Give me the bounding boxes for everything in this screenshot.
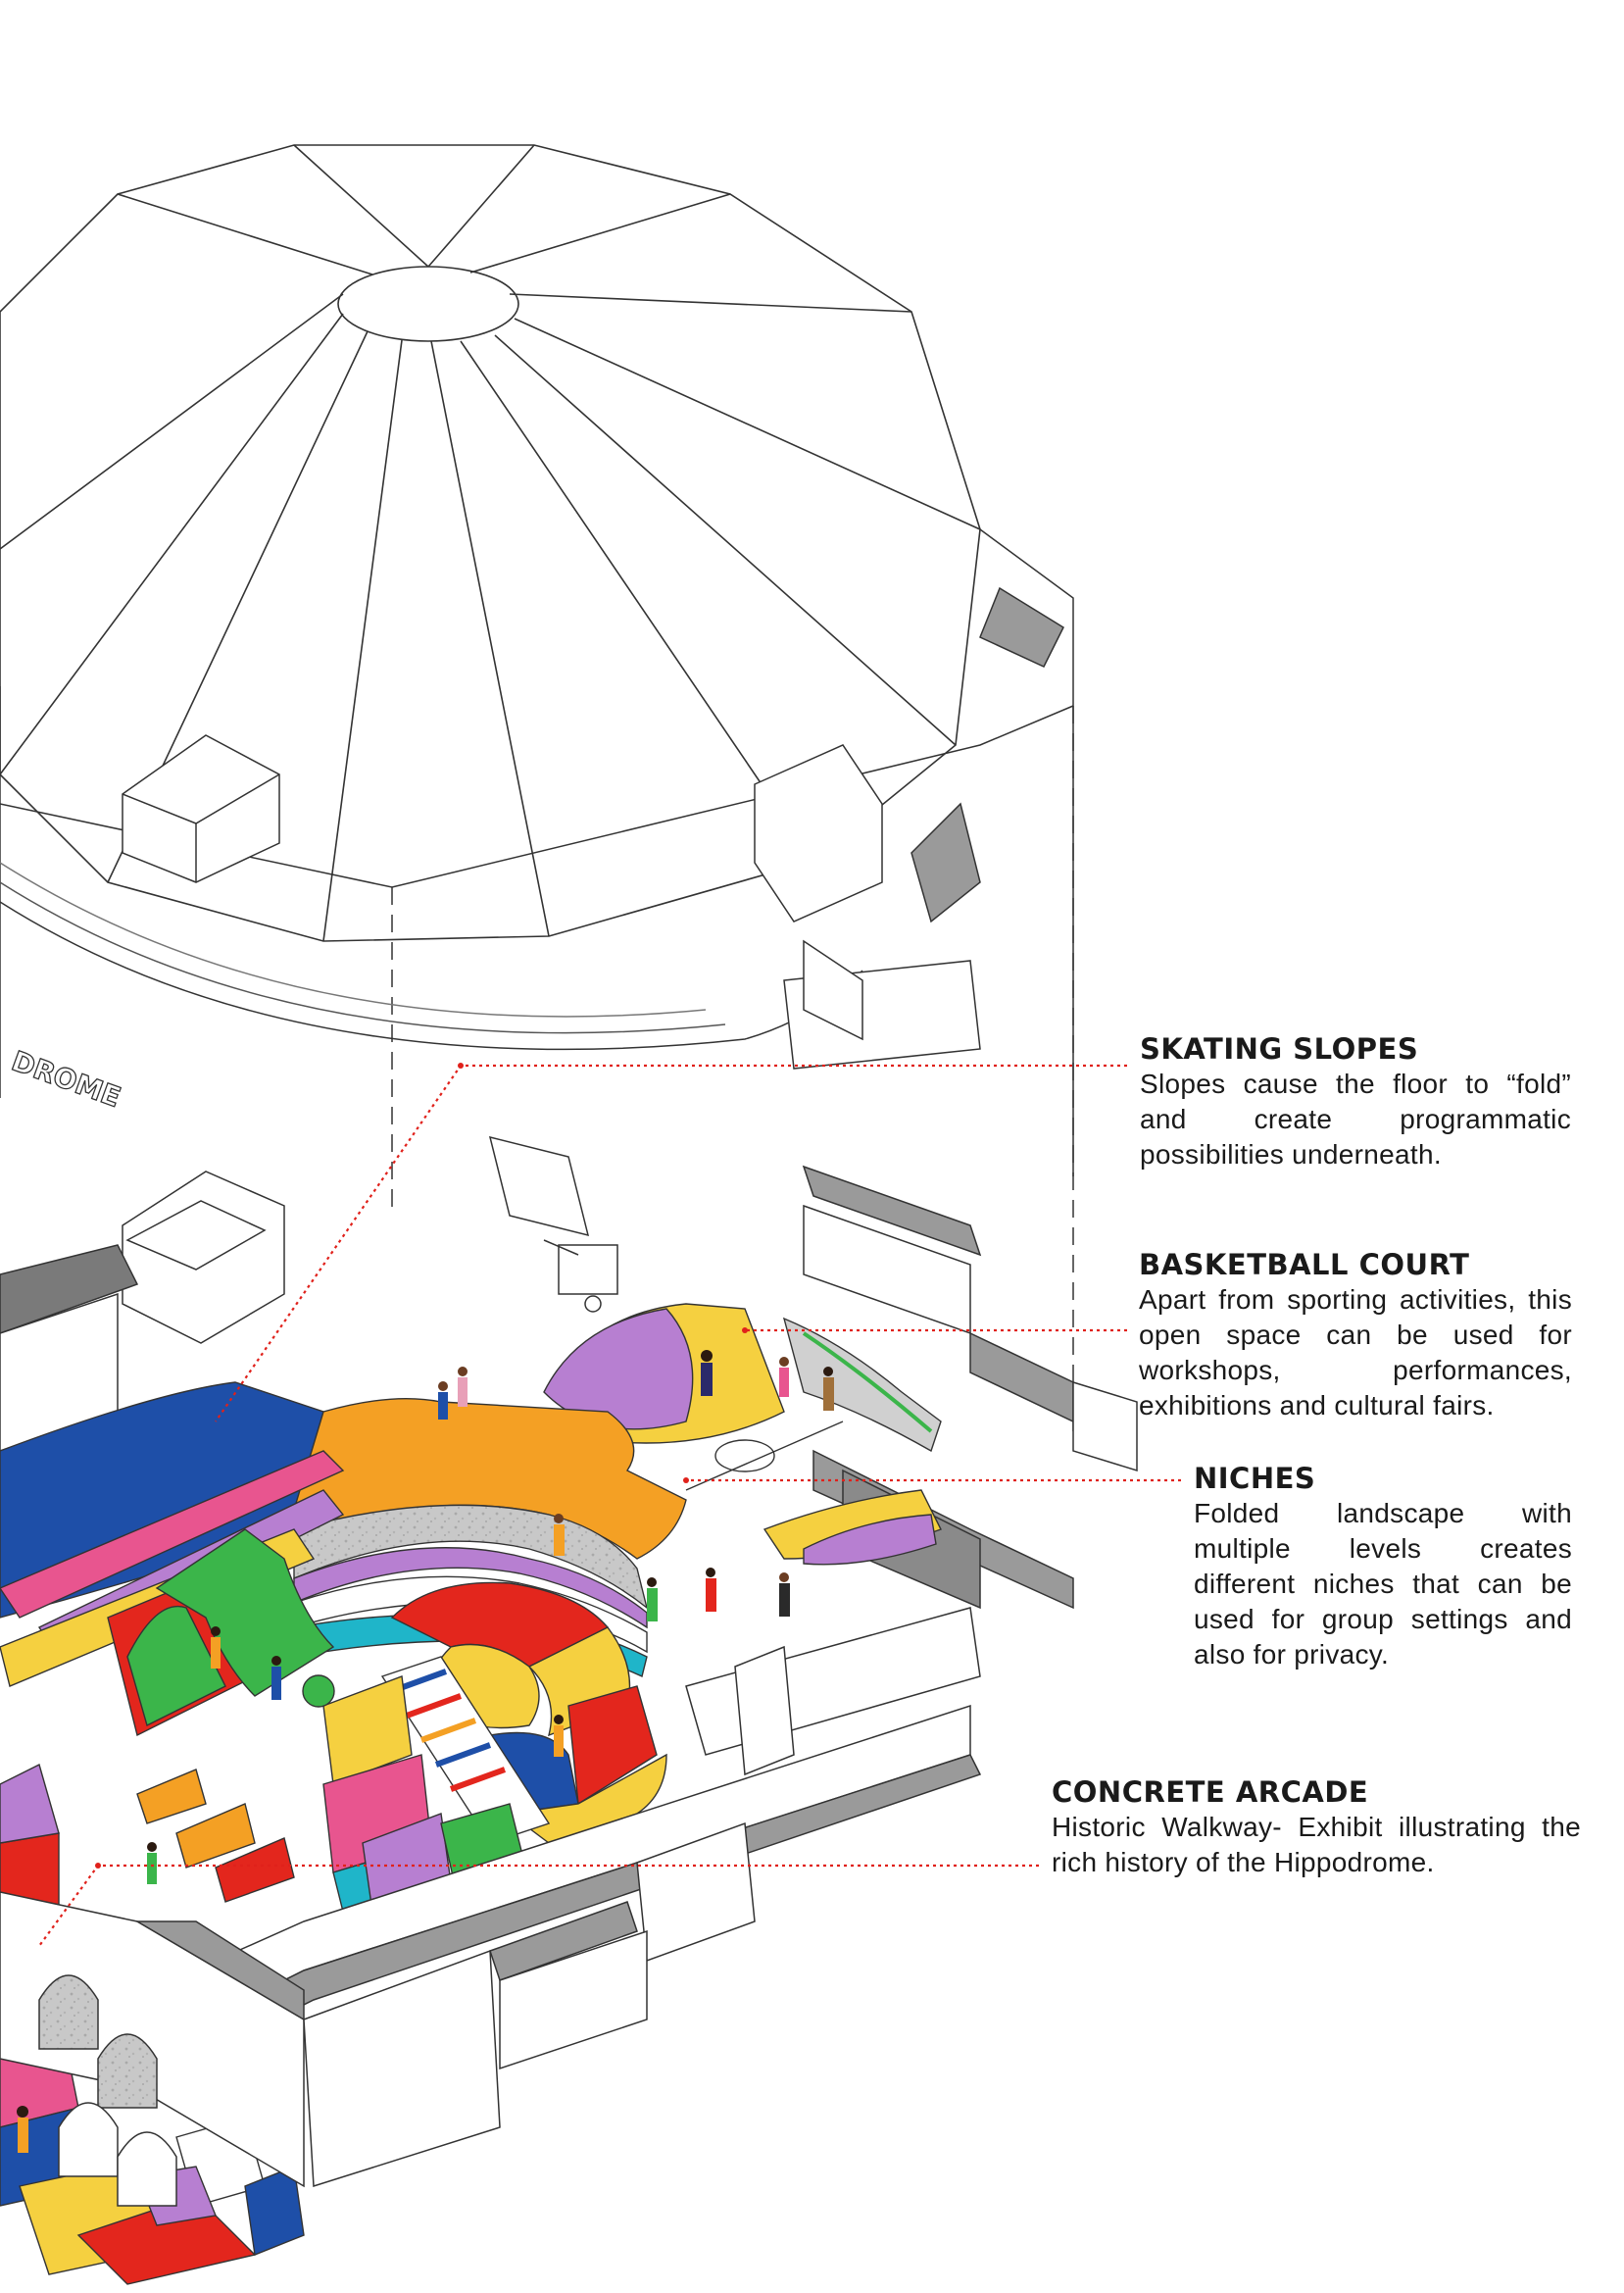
annotation-heading: BASKETBALL COURT <box>1139 1248 1470 1281</box>
annotation-heading: NICHES <box>1194 1462 1316 1495</box>
annotation-heading: SKATING SLOPES <box>1140 1032 1419 1066</box>
annotation-heading: CONCRETE ARCADE <box>1052 1775 1369 1809</box>
annotation-body: Apart from sporting activities, this ope… <box>1139 1284 1572 1421</box>
annotation-niches: NICHES Folded landscape with multiple le… <box>1194 1461 1572 1672</box>
annotation-basketball-court: BASKETBALL COURT Apart from sporting act… <box>1139 1247 1572 1423</box>
basketball-court <box>543 1303 942 1566</box>
annotation-body: Historic Walkway- Exhibit illustrating t… <box>1052 1812 1581 1877</box>
annotation-body: Slopes cause the floor to “fold” and cre… <box>1140 1069 1571 1170</box>
upper-envelope <box>0 528 1074 1431</box>
annotation-body: Folded landscape with multiple levels cr… <box>1194 1498 1572 1670</box>
building-sign: DROME <box>8 1045 125 1115</box>
leader-dots <box>95 1063 748 1869</box>
middle-walls <box>0 1135 1138 1610</box>
dome-ribs <box>0 144 981 942</box>
dome-roof <box>0 144 981 942</box>
annotation-concrete-arcade: CONCRETE ARCADE Historic Walkway- Exhibi… <box>1052 1774 1581 1880</box>
folded-landscape <box>0 1381 687 2285</box>
annotation-skating-slopes: SKATING SLOPES Slopes cause the floor to… <box>1140 1031 1571 1172</box>
people <box>17 1350 834 2153</box>
striped-ramp <box>380 1656 551 1844</box>
lower-walls <box>0 1607 982 2207</box>
